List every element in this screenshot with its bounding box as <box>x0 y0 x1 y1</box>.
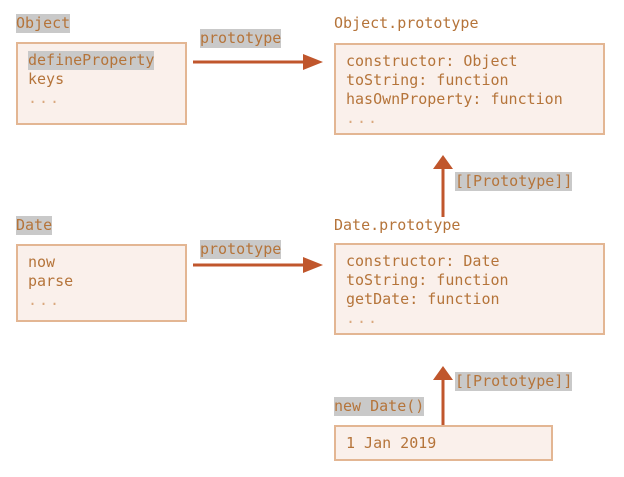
date-member-2: ... <box>28 291 62 309</box>
edge-label-date-prototype: prototype <box>200 240 282 259</box>
edge-label-instance-to-date-prototype: [[Prototype]] <box>455 372 573 391</box>
object-member-0: defineProperty <box>28 51 155 70</box>
arrow-instance-to-date-prototype <box>433 366 453 426</box>
edge-label-date-prototype-to-object-prototype: [[Prototype]] <box>455 172 573 191</box>
object-prototype-member-0: constructor: Object <box>346 52 518 70</box>
object-constructor-caption: Object <box>16 14 71 33</box>
date-prototype-member-1: toString: function <box>346 271 509 289</box>
object-constructor-box: defineProperty keys ... <box>16 42 187 125</box>
edge-label-object-prototype: prototype <box>200 29 282 48</box>
object-prototype-box: constructor: Object toString: function h… <box>334 43 605 135</box>
date-constructor-caption: Date <box>16 216 53 235</box>
date-prototype-caption: Date.prototype <box>334 216 461 234</box>
date-prototype-member-3: ... <box>346 309 380 327</box>
arrow-object-to-object-prototype <box>193 54 323 70</box>
object-prototype-caption: Object.prototype <box>334 14 479 32</box>
date-instance-box: 1 Jan 2019 <box>334 425 553 461</box>
date-prototype-box: constructor: Date toString: function get… <box>334 243 605 335</box>
date-constructor-box: now parse ... <box>16 244 187 322</box>
date-instance-value: 1 Jan 2019 <box>346 434 437 452</box>
arrow-date-prototype-to-object-prototype <box>433 155 453 217</box>
object-member-1: keys <box>28 70 65 88</box>
object-prototype-member-1: toString: function <box>346 71 509 89</box>
date-instance-caption: new Date() <box>334 397 425 416</box>
object-prototype-member-3: ... <box>346 109 380 127</box>
date-member-1: parse <box>28 272 74 290</box>
date-member-0: now <box>28 253 56 271</box>
object-member-2: ... <box>28 89 62 107</box>
object-prototype-member-2: hasOwnProperty: function <box>346 90 563 108</box>
date-prototype-member-0: constructor: Date <box>346 252 500 270</box>
arrow-date-to-date-prototype <box>193 257 323 273</box>
date-prototype-member-2: getDate: function <box>346 290 500 308</box>
